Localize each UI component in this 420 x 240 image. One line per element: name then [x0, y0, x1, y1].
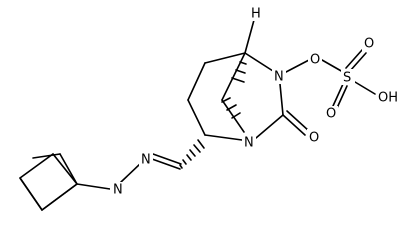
bond-s-oleft-1 — [332, 83, 344, 107]
bond-cb-ring — [19, 152, 79, 212]
bond-c3-c4 — [187, 62, 206, 101]
atom-o-link: O — [310, 53, 320, 68]
atom-s: S — [343, 71, 351, 86]
bond-c7-n1 — [255, 114, 284, 139]
bond-c5-h — [244, 19, 255, 54]
bond-c5-bridge — [221, 52, 246, 101]
atom-n-imine: N — [141, 153, 151, 168]
atom-nh-n: N — [113, 183, 123, 198]
bond-n1-c2 — [204, 134, 243, 141]
bond-cb2 — [59, 153, 78, 185]
hashed-wedge-c5 — [231, 61, 247, 83]
bond-co-2 — [286, 110, 310, 132]
hashed-wedge-ch — [179, 139, 205, 169]
bond-c2-c3 — [187, 99, 206, 136]
atom-oh: OH — [378, 91, 398, 106]
structure-canvas: H N N O O S O O OH N N H — [19, 6, 399, 212]
bond-cb1 — [32, 153, 61, 159]
bond-n6-c7 — [279, 83, 284, 116]
bond-bridge-n1 — [221, 99, 245, 133]
bond-o-s — [321, 59, 344, 73]
hashed-wedge-n1 — [221, 97, 241, 119]
atom-o-carbonyl: O — [309, 131, 319, 146]
bond-s-otop-1 — [345, 49, 363, 69]
atom-o-s-top: O — [364, 37, 374, 52]
atom-n-ring-lower: N — [244, 136, 254, 151]
bond-s-otop-2 — [349, 52, 367, 72]
bond-c5-n6 — [244, 52, 274, 72]
molecule-structure: H N N O O S O O OH N N H — [19, 6, 399, 212]
bond-co-1 — [282, 114, 306, 136]
atom-o-s-left: O — [326, 107, 336, 122]
bond-nh-n — [120, 162, 142, 183]
bond-s-oleft-2 — [336, 85, 348, 109]
bond-s-oh — [354, 81, 376, 95]
atom-n-ring-upper: N — [274, 70, 284, 85]
bond-c4-c5 — [204, 52, 246, 64]
bond-n-ch-2 — [152, 153, 182, 165]
bond-cb-nh — [76, 183, 111, 190]
bond-n-ch-1 — [151, 158, 181, 170]
atom-h-top: H — [251, 7, 261, 22]
bond-n6-o — [285, 59, 310, 73]
